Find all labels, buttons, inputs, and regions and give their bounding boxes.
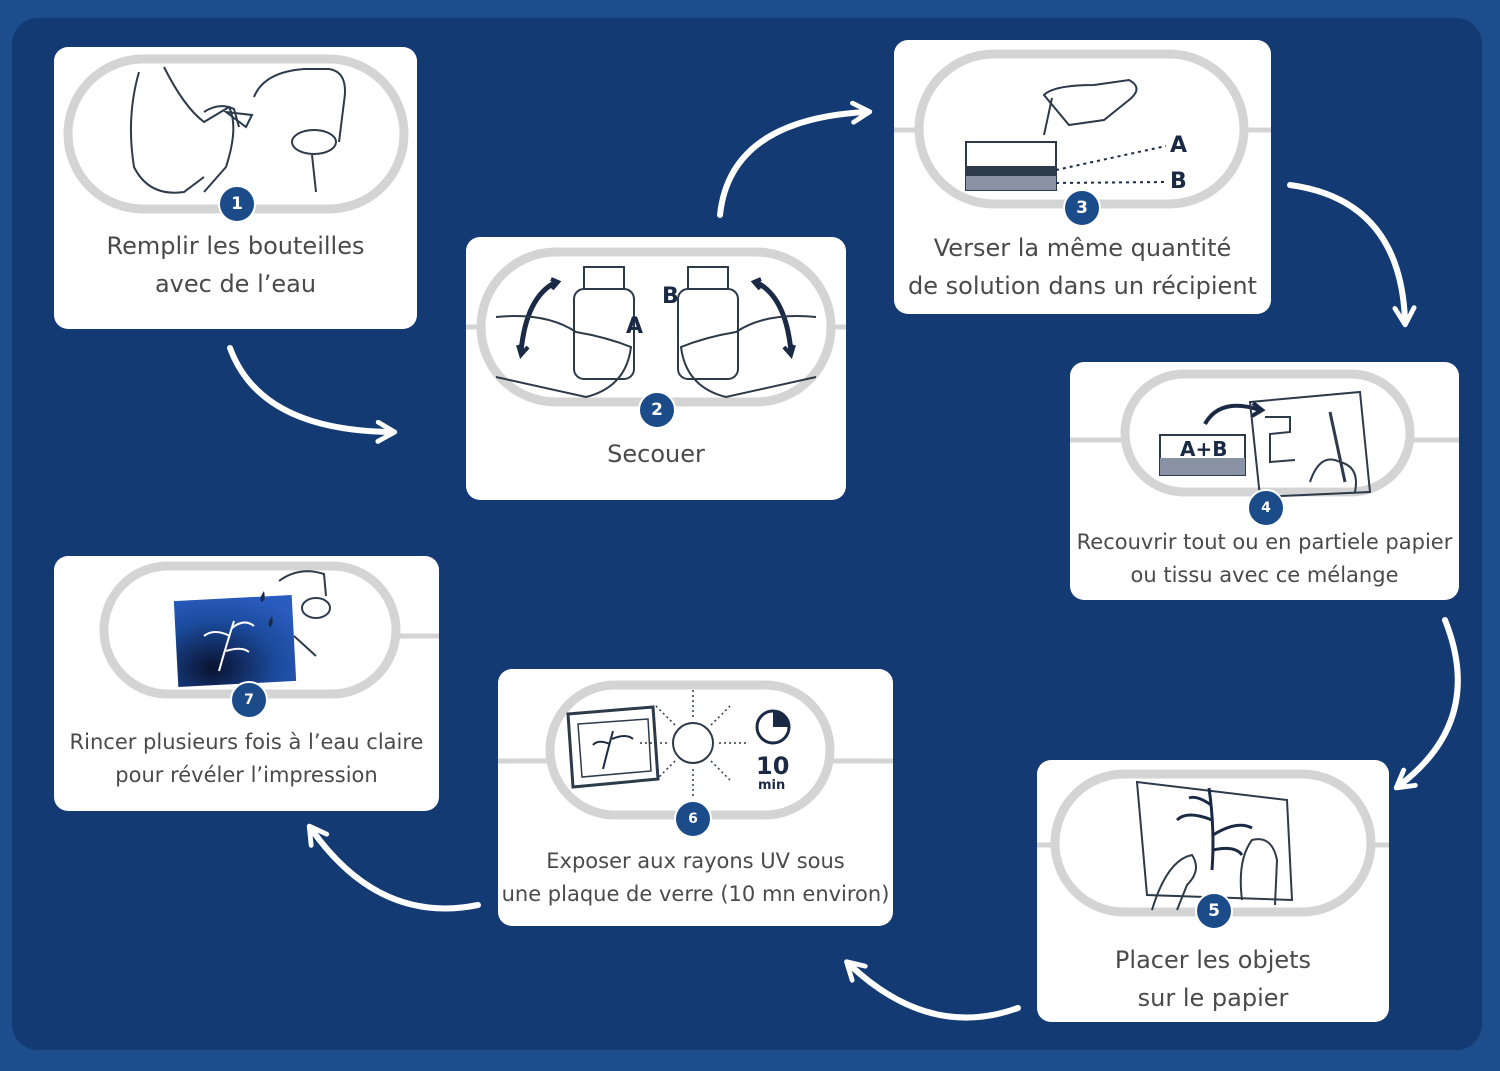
bottle-b-label: B	[662, 284, 679, 309]
step-number-badge: 6	[674, 800, 712, 838]
step-caption: Secouer	[466, 435, 846, 473]
arrow-6-to-7	[306, 823, 481, 912]
caption-line-1: Exposer aux rayons UV sous	[546, 849, 845, 873]
step-caption: Remplir les bouteilles avec de l’eau	[54, 227, 417, 303]
step-4-card: A+B 4 Recouvrir tout ou en partiele papi…	[1070, 362, 1459, 600]
arrow-1-to-2	[227, 345, 398, 444]
step-number-badge: 1	[218, 185, 256, 223]
arrow-4-to-5	[1393, 617, 1461, 791]
caption-line-1: Verser la même quantité	[933, 234, 1232, 262]
timer-unit: min	[758, 778, 785, 793]
step-caption: Exposer aux rayons UV sous une plaque de…	[498, 845, 893, 911]
caption-line-2: de solution dans un récipient	[908, 272, 1257, 300]
step-number-badge: 2	[638, 391, 676, 429]
step-number-badge: 4	[1247, 489, 1285, 527]
caption-line-1: Rincer plusieurs fois à l’eau claire	[69, 730, 424, 754]
mix-label: A+B	[1180, 437, 1227, 461]
caption-line-1: Recouvrir tout ou en partiele papier	[1076, 530, 1453, 554]
layer-a-label: A	[1170, 133, 1187, 158]
step-caption: Verser la même quantité de solution dans…	[894, 229, 1271, 305]
step-number-badge: 7	[230, 681, 268, 719]
step-3-card: A B 3 Verser la même quantité de solutio…	[894, 40, 1271, 314]
caption-line-1: Placer les objets	[1114, 946, 1312, 974]
caption-line-2: une plaque de verre (10 mn environ)	[501, 882, 890, 906]
layer-b-label: B	[1170, 169, 1187, 194]
step-caption: Rincer plusieurs fois à l’eau claire pou…	[54, 726, 439, 792]
step-2-card: A B 2 Secouer	[466, 237, 846, 500]
shake-bottles-illustration: A B	[466, 247, 846, 407]
step-7-card: 7 Rincer plusieurs fois à l’eau claire p…	[54, 556, 439, 811]
step-number-badge: 5	[1195, 892, 1233, 930]
coat-paper-illustration: A+B	[1070, 369, 1459, 499]
arrow-3-to-4	[1287, 182, 1417, 328]
arrow-2-to-3	[717, 100, 873, 218]
caption-line-2: pour révéler l’impression	[115, 763, 378, 787]
caption-line-2: sur le papier	[1137, 984, 1289, 1012]
caption-line-1: Remplir les bouteilles	[106, 232, 365, 260]
caption-line-2: avec de l’eau	[154, 270, 317, 298]
caption-line-1: Secouer	[607, 440, 705, 468]
step-5-card: 5 Placer les objets sur le papier	[1037, 760, 1389, 1022]
step-caption: Recouvrir tout ou en partiele papier ou …	[1070, 526, 1459, 592]
bottle-a-label: A	[626, 314, 643, 339]
step-1-card: 1 Remplir les bouteilles avec de l’eau	[54, 47, 417, 329]
arrow-5-to-6	[844, 959, 1021, 1021]
step-6-card: 10 min 6 Exposer aux rayons UV sous une …	[498, 669, 893, 926]
step-number-badge: 3	[1063, 189, 1101, 227]
caption-line-2: ou tissu avec ce mélange	[1130, 563, 1399, 587]
timer-value: 10	[756, 752, 789, 780]
step-caption: Placer les objets sur le papier	[1037, 941, 1389, 1017]
